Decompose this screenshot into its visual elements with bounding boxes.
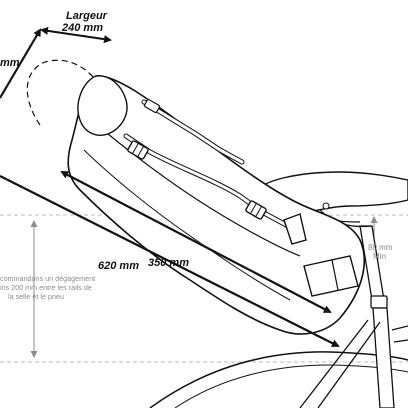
- frame-tube: [391, 325, 408, 331]
- clearance-value: 80 mm: [368, 243, 393, 252]
- length-350-label: 350 mm: [148, 257, 189, 269]
- width-value: 240 mm: [61, 22, 103, 34]
- saddle-bolt: [322, 202, 330, 210]
- top-buckle: [143, 98, 161, 114]
- note-line-2: ins 200 mm entre les rails de: [0, 283, 92, 292]
- note-line-1: commandons un dégagement: [0, 274, 95, 283]
- seat-stay-2: [317, 321, 381, 408]
- seat-post-clamp: [370, 295, 388, 309]
- width-label: Largeur: [66, 10, 108, 22]
- frame-tube-2: [393, 339, 408, 343]
- seat-stay-1: [299, 319, 369, 408]
- seat-tube: [372, 307, 395, 408]
- dimension-cut-line: [0, 28, 42, 99]
- side-buckle-1: [127, 140, 149, 160]
- top-strap-inner: [142, 100, 244, 164]
- seatpost-strap-band: [331, 259, 339, 291]
- tyre-arc-inner: [174, 364, 408, 408]
- clearance-min: Min: [373, 252, 386, 261]
- expanded-bag-outline: [26, 59, 101, 126]
- note-line-3: la selle et le pneu: [8, 292, 64, 301]
- length-cut-label: mm: [0, 57, 20, 69]
- dimension-350-line: [60, 171, 332, 313]
- length-620-label: 620 mm: [98, 260, 139, 272]
- width-dimension-line: [40, 26, 112, 44]
